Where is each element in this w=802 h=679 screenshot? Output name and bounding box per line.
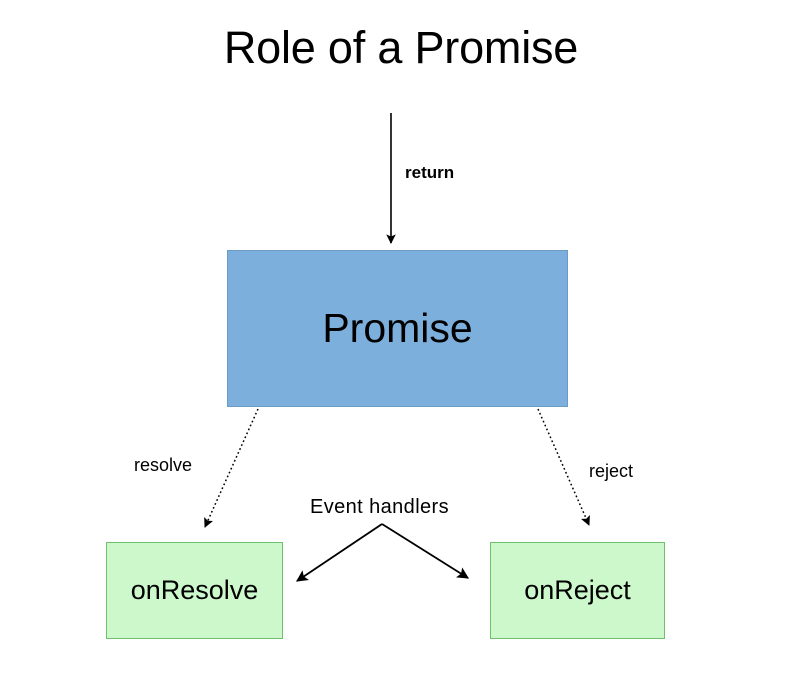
node-promise-label: Promise <box>322 305 473 351</box>
event-handlers-left-arrow <box>296 523 383 582</box>
page-title: Role of a Promise <box>223 22 579 73</box>
resolve-arrow <box>204 408 259 528</box>
node-promise[interactable]: Promise <box>227 250 568 407</box>
annotation-event-handlers: Event handlers <box>310 496 450 518</box>
node-on-reject-label: onReject <box>524 575 631 605</box>
edge-label-return: return <box>405 163 455 182</box>
edge-label-reject: reject <box>589 461 634 481</box>
node-on-resolve-label: onResolve <box>130 575 259 605</box>
event-handlers-right-arrow <box>381 523 469 579</box>
node-on-resolve[interactable]: onResolve <box>106 542 283 639</box>
reject-arrow <box>537 408 590 526</box>
node-on-reject[interactable]: onReject <box>490 542 665 639</box>
edge-label-resolve: resolve <box>134 455 193 475</box>
